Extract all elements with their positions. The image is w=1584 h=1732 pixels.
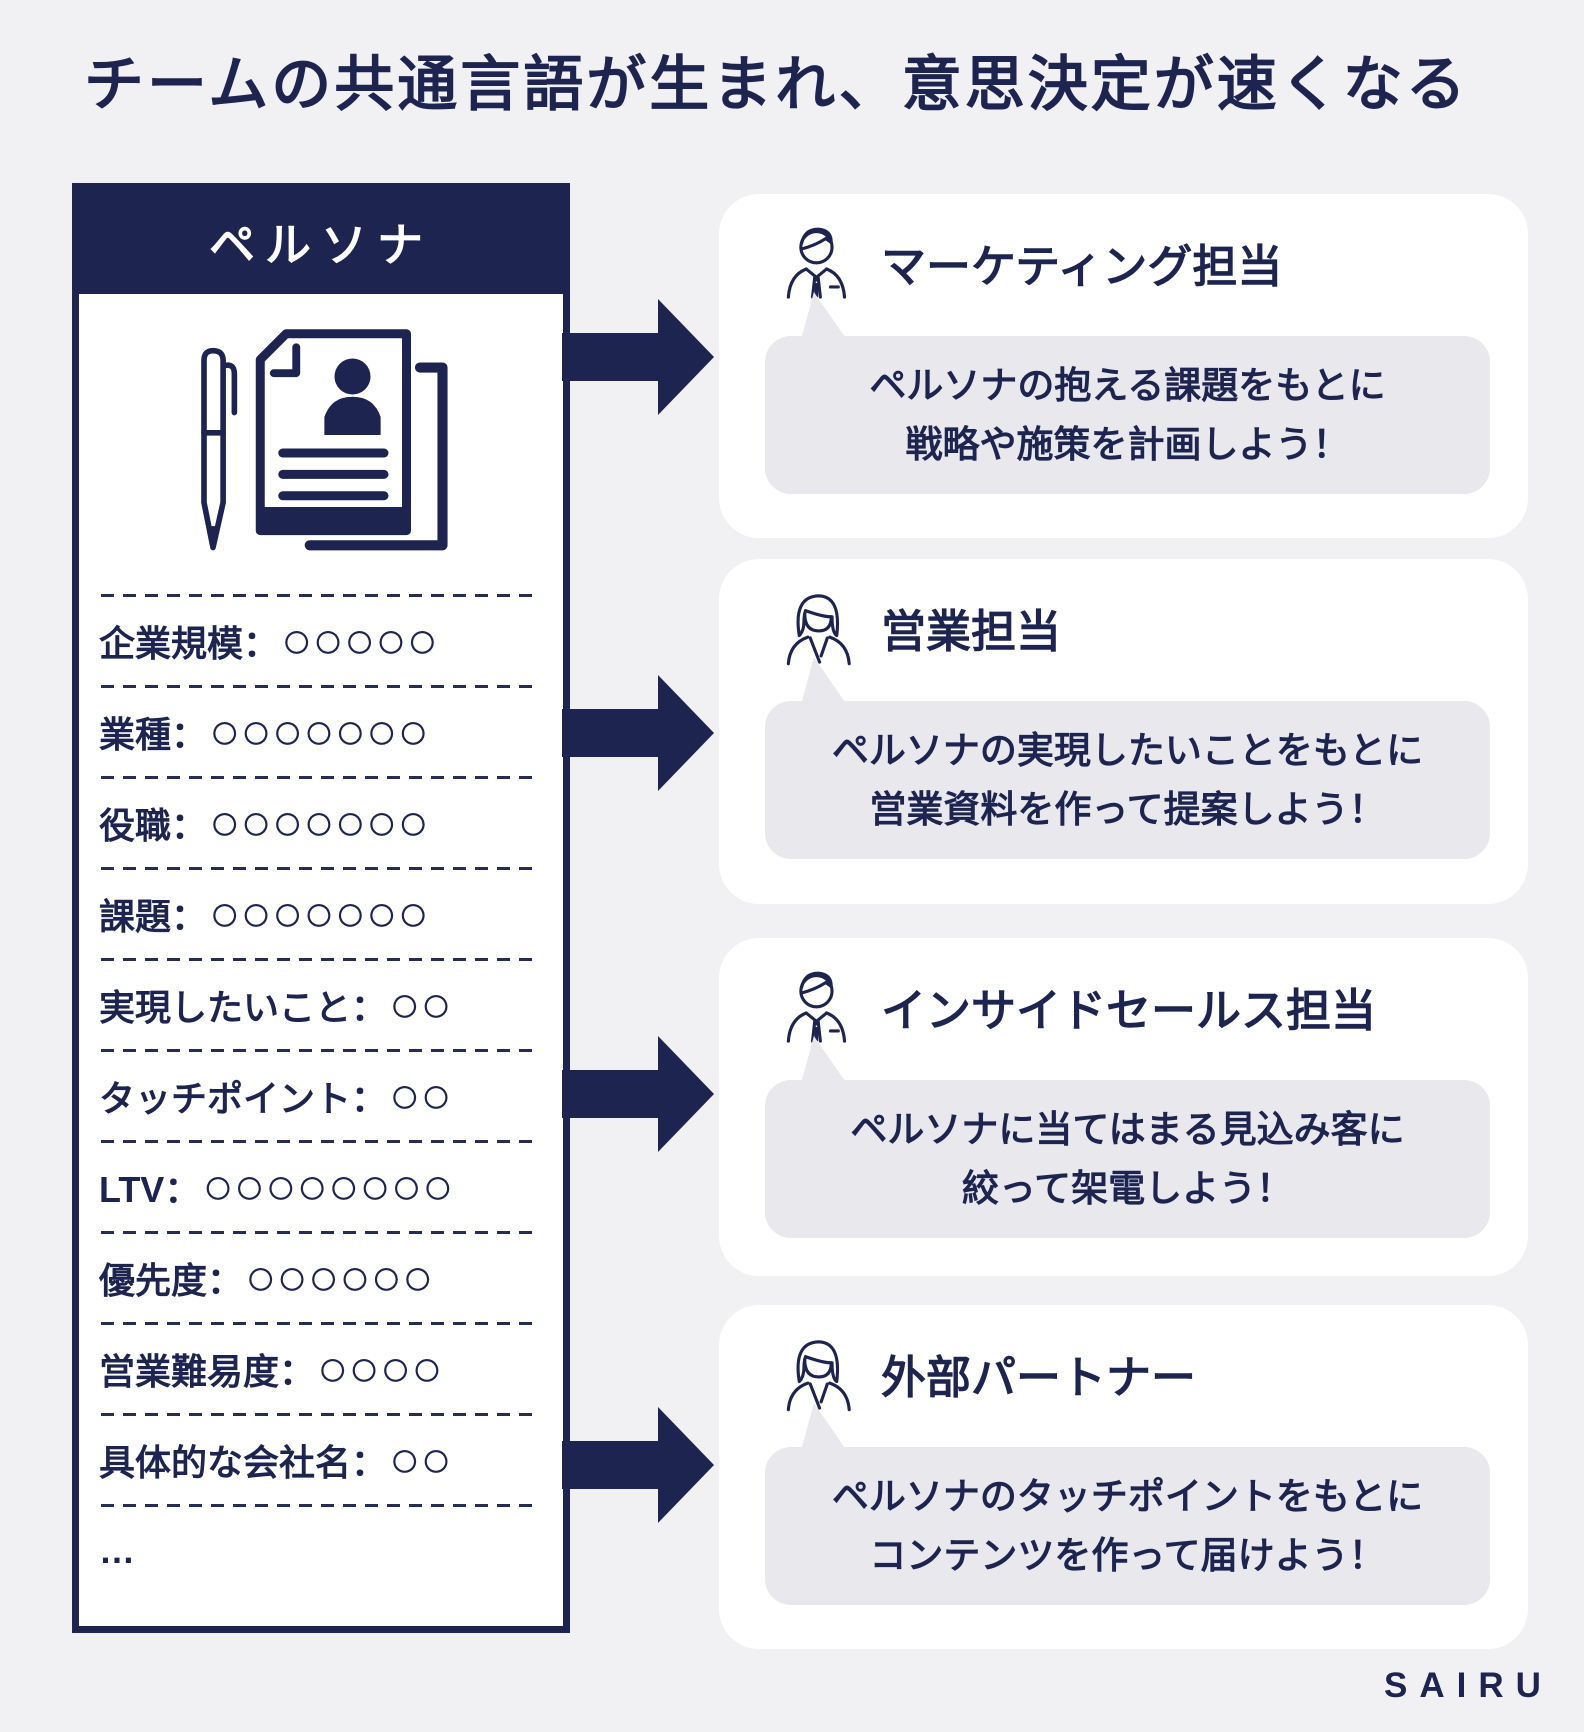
page-title: チームの共通言語が生まれ、意思決定が速くなる [84, 51, 1469, 118]
female-businessperson-avatar-icon [786, 1340, 851, 1412]
dashed-divider [101, 1140, 541, 1143]
dashed-divider [101, 685, 541, 688]
persona-row: 課題：○○○○○○○ [99, 870, 543, 958]
persona-row: 具体的な会社名：○○ [99, 1416, 543, 1504]
dashed-divider [101, 776, 541, 779]
arrow-to-inside-sales [562, 1036, 714, 1152]
persona-row: タッチポイント：○○ [99, 1052, 543, 1140]
persona-row-placeholder: ○○ [389, 1431, 452, 1489]
persona-row: 優先度：○○○○○○ [99, 1234, 543, 1322]
female-businessperson-avatar-icon [786, 594, 851, 666]
persona-row-label: 課題： [99, 896, 208, 937]
role-card-header: 外部パートナー [779, 1329, 1196, 1417]
speech-bubble: ペルソナに当てはまる見込み客に 絞って架電しよう！ [765, 1080, 1490, 1238]
role-card-marketing: マーケティング担当 ペルソナの抱える課題をもとに 戦略や施策を計画しよう！ [719, 194, 1528, 538]
dashed-divider [101, 1504, 541, 1507]
persona-row-label: タッチポイント： [99, 1078, 388, 1119]
persona-row-label: 優先度： [99, 1260, 244, 1301]
sairu-logo: SAIRU [1384, 1666, 1553, 1705]
dashed-divider [101, 1322, 541, 1325]
role-card-inside-sales: インサイドセールス担当 ペルソナに当てはまる見込み客に 絞って架電しよう！ [719, 938, 1528, 1276]
persona-row: LTV：○○○○○○○○ [99, 1143, 543, 1231]
speech-bubble-line: ペルソナのタッチポイントをもとに [831, 1475, 1424, 1517]
role-card-header: 営業担当 [779, 583, 1061, 671]
persona-row-placeholder: ○○○○ [317, 1340, 443, 1398]
male-businessperson-avatar-icon [786, 971, 847, 1043]
speech-bubble-line: 戦略や施策を計画しよう！ [905, 424, 1350, 465]
persona-row-placeholder: ○○○○○○ [245, 1249, 434, 1307]
persona-row-label: 営業難易度： [99, 1351, 316, 1392]
persona-row-label: 役職： [99, 805, 208, 846]
persona-row-label: 業種： [99, 714, 208, 755]
persona-row-label: LTV： [99, 1169, 201, 1210]
male-businessperson-avatar-icon [786, 227, 847, 299]
speech-bubble-line: ペルソナの抱える課題をもとに [869, 364, 1386, 406]
persona-row: 実現したいこと：○○ [99, 961, 543, 1049]
speech-bubble: ペルソナの抱える課題をもとに 戦略や施策を計画しよう！ [765, 336, 1490, 494]
role-card-title: インサイドセールス担当 [881, 984, 1377, 1036]
arrow-to-partner [562, 1407, 714, 1523]
arrow-to-sales [562, 675, 714, 791]
persona-row-label: 具体的な会社名： [99, 1442, 388, 1483]
speech-bubble-line: ペルソナの実現したいことをもとに [831, 729, 1424, 771]
dashed-divider [101, 1231, 541, 1234]
persona-row: … [99, 1507, 543, 1595]
persona-row: 企業規模：○○○○○ [99, 597, 543, 685]
persona-row-placeholder: ○○ [389, 1067, 452, 1125]
persona-row-label: 実現したいこと： [99, 987, 388, 1028]
speech-bubble-line: コンテンツを作って届けよう！ [869, 1535, 1386, 1576]
dashed-divider [101, 1049, 541, 1052]
persona-row-placeholder: ○○○○○○○ [209, 794, 429, 852]
persona-row-placeholder: ○○○○○○○○ [202, 1158, 454, 1216]
pen-and-resume-document-icon [79, 294, 563, 594]
persona-row-label: … [99, 1530, 135, 1571]
speech-bubble-line: 絞って架電しよう！ [961, 1168, 1294, 1209]
role-card-title: マーケティング担当 [881, 240, 1283, 292]
dashed-divider [101, 594, 541, 597]
role-card-header: マーケティング担当 [779, 218, 1282, 306]
speech-bubble: ペルソナのタッチポイントをもとに コンテンツを作って届けよう！ [765, 1447, 1490, 1605]
persona-row: 営業難易度：○○○○ [99, 1325, 543, 1413]
speech-bubble-line: 営業資料を作って提案しよう！ [869, 789, 1386, 830]
speech-bubble: ペルソナの実現したいことをもとに 営業資料を作って提案しよう！ [765, 701, 1490, 859]
role-card-title: 営業担当 [881, 605, 1062, 657]
persona-row-placeholder: ○○○○○○○ [209, 703, 429, 761]
role-card-header: インサイドセールス担当 [779, 962, 1376, 1050]
persona-row-placeholder: ○○○○○ [281, 612, 439, 670]
arrow-to-marketing [562, 299, 714, 415]
dashed-divider [101, 1413, 541, 1416]
persona-row-placeholder: ○○ [389, 976, 452, 1034]
persona-row: 業種：○○○○○○○ [99, 688, 543, 776]
persona-row-placeholder: ○○○○○○○ [209, 885, 429, 943]
persona-panel: ペルソナ 企業規模：○○○○○ 業種：○○○○○○○ [72, 183, 570, 1633]
role-card-external-partner: 外部パートナー ペルソナのタッチポイントをもとに コンテンツを作って届けよう！ [719, 1305, 1528, 1649]
role-card-title: 外部パートナー [881, 1351, 1197, 1403]
persona-row: 役職：○○○○○○○ [99, 779, 543, 867]
persona-panel-header: ペルソナ [79, 190, 563, 294]
persona-attribute-list: 企業規模：○○○○○ 業種：○○○○○○○ 役職：○○○○○○○ 課題：○○○○… [79, 594, 563, 1595]
dashed-divider [101, 867, 541, 870]
dashed-divider [101, 958, 541, 961]
speech-bubble-line: ペルソナに当てはまる見込み客に [850, 1108, 1405, 1150]
persona-row-label: 企業規模： [99, 623, 280, 664]
role-card-sales: 営業担当 ペルソナの実現したいことをもとに 営業資料を作って提案しよう！ [719, 559, 1528, 904]
